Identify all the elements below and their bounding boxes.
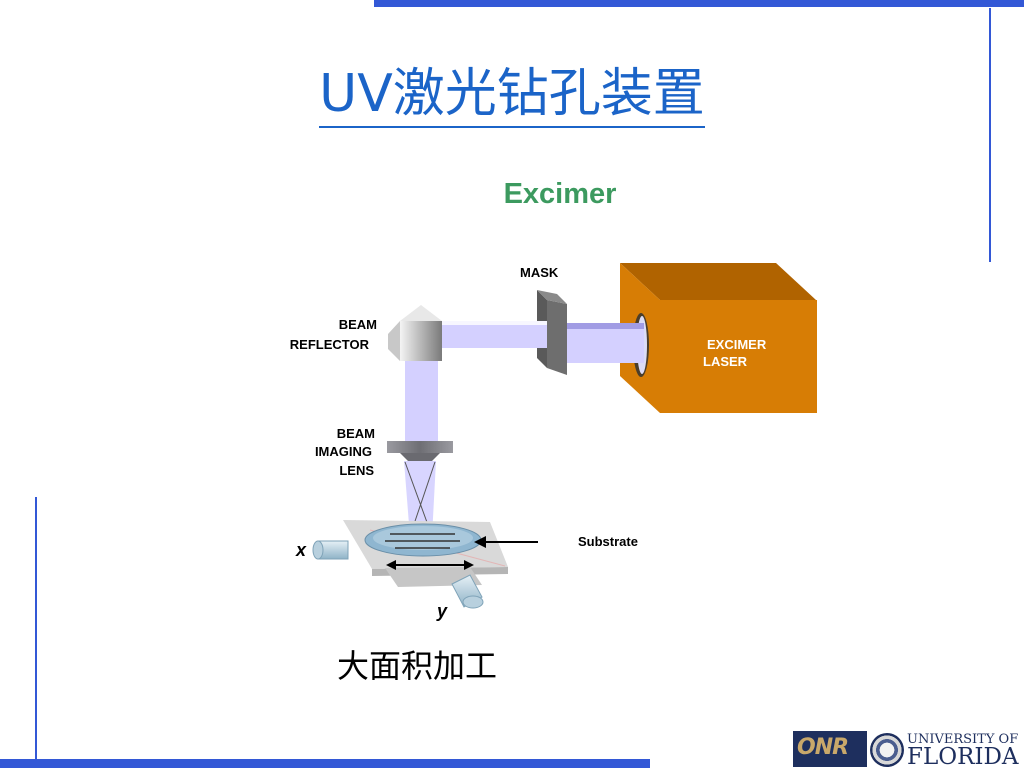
left-accent-line (35, 497, 37, 759)
beam-mask-to-reflector (442, 321, 547, 348)
slide-title-text: UV激光钻孔装置 (319, 64, 705, 128)
y-actuator (451, 574, 484, 609)
top-accent-bar (374, 0, 1024, 7)
beam-reflector (388, 305, 442, 361)
laser-label-line1: EXCIMER (707, 337, 767, 352)
uf-logo-line2: FLORIDA (907, 744, 1019, 770)
laser-label-line2: LASER (703, 354, 748, 369)
university-seal-icon (870, 733, 904, 767)
beam-laser-to-mask (566, 323, 644, 363)
stage-motion-arrow (386, 560, 474, 570)
diagram-heading: Excimer (504, 178, 617, 210)
slide-title: UV激光钻孔装置 (0, 62, 1024, 128)
y-axis-label: y (436, 601, 448, 621)
onr-logo: ONR (793, 731, 867, 767)
beam-reflector-to-lens (405, 361, 438, 442)
substrate-arrow (474, 536, 538, 548)
right-accent-line (989, 8, 991, 262)
reflector-label-line1: BEAM (339, 317, 377, 332)
mask (537, 290, 567, 375)
beam-imaging-lens (387, 441, 453, 461)
bottom-accent-bar (0, 759, 650, 768)
x-axis-label: x (295, 540, 307, 560)
lens-label-line3: LENS (339, 463, 374, 478)
reflector-label-line2: REFLECTOR (290, 337, 370, 352)
mask-label: MASK (520, 265, 559, 280)
x-actuator (312, 540, 349, 560)
onr-logo-text: ONR (797, 735, 849, 760)
lens-label-line2: IMAGING (315, 444, 372, 459)
uf-logo-line1: UNIVERSITY OF (907, 732, 1019, 747)
lens-label-line1: BEAM (337, 426, 375, 441)
substrate-label: Substrate (578, 534, 638, 549)
slide-caption: 大面积加工 (337, 647, 498, 685)
